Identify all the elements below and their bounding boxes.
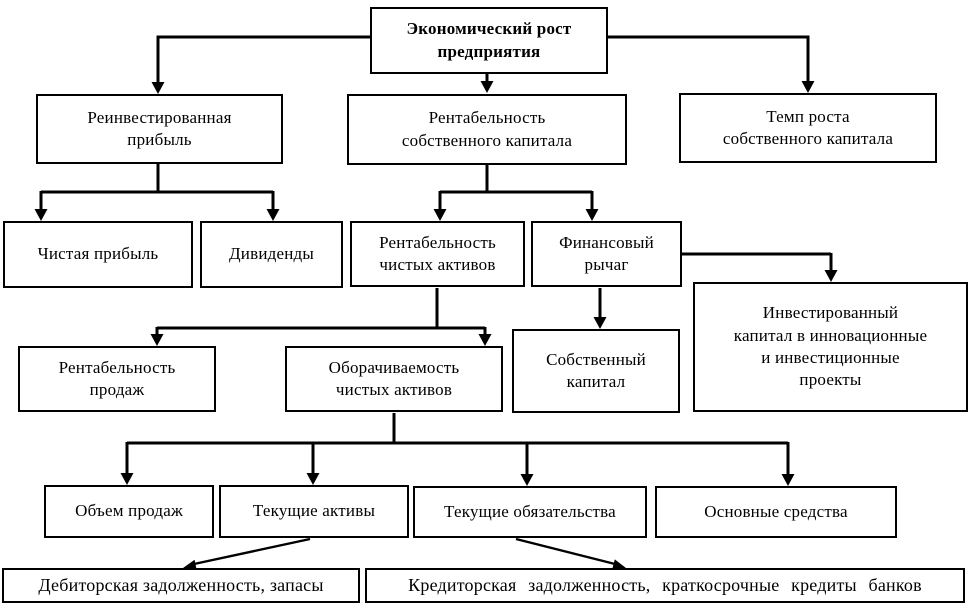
node-receivables-inventory: Дебиторская задолженность, запасы (2, 568, 360, 603)
node-net-assets-turnover: Оборачиваемость чистых активов (285, 346, 503, 412)
node-return-on-net-assets: Рентабельность чистых активов (350, 221, 525, 287)
node-payables-short-term: Кредиторская задолженность, краткосрочны… (365, 568, 965, 603)
edge-leverage-to-invested (681, 252, 838, 282)
node-return-on-equity: Рентабельность собственного капитала (347, 94, 627, 165)
node-current-assets: Текущие активы (219, 485, 409, 538)
node-financial-leverage: Финансовый рычаг (531, 221, 682, 287)
edge-growth-to-roe (480, 74, 494, 93)
node-net-profit: Чистая прибыль (3, 221, 193, 288)
node-economic-growth: Экономический рост предприятия (370, 7, 608, 74)
node-sales-volume: Объем продаж (44, 485, 214, 538)
node-equity-capital: Собственный капитал (512, 329, 680, 413)
edge-roe-split (433, 165, 599, 221)
edge-turnover-split (120, 413, 795, 486)
edge-liabilities-to-payables (515, 537, 626, 570)
node-fixed-assets: Основные средства (655, 486, 897, 538)
node-return-on-sales: Рентабельность продаж (18, 346, 216, 412)
node-equity-growth-rate: Темп роста собственного капитала (679, 93, 937, 163)
edge-growth-to-growth-rate (607, 35, 815, 93)
node-reinvested-profit: Реинвестированная прибыль (36, 94, 283, 164)
edge-leverage-to-equity (593, 288, 607, 329)
edge-assets-to-receivables (183, 537, 311, 571)
edge-rona-split (150, 288, 492, 346)
node-dividends: Дивиденды (200, 221, 343, 288)
edge-growth-to-reinvested (151, 35, 371, 94)
node-current-liabilities: Текущие обязательства (413, 486, 647, 538)
edge-reinvested-split (34, 163, 280, 221)
node-invested-capital: Инвестированный капитал в инновационные … (693, 282, 968, 412)
